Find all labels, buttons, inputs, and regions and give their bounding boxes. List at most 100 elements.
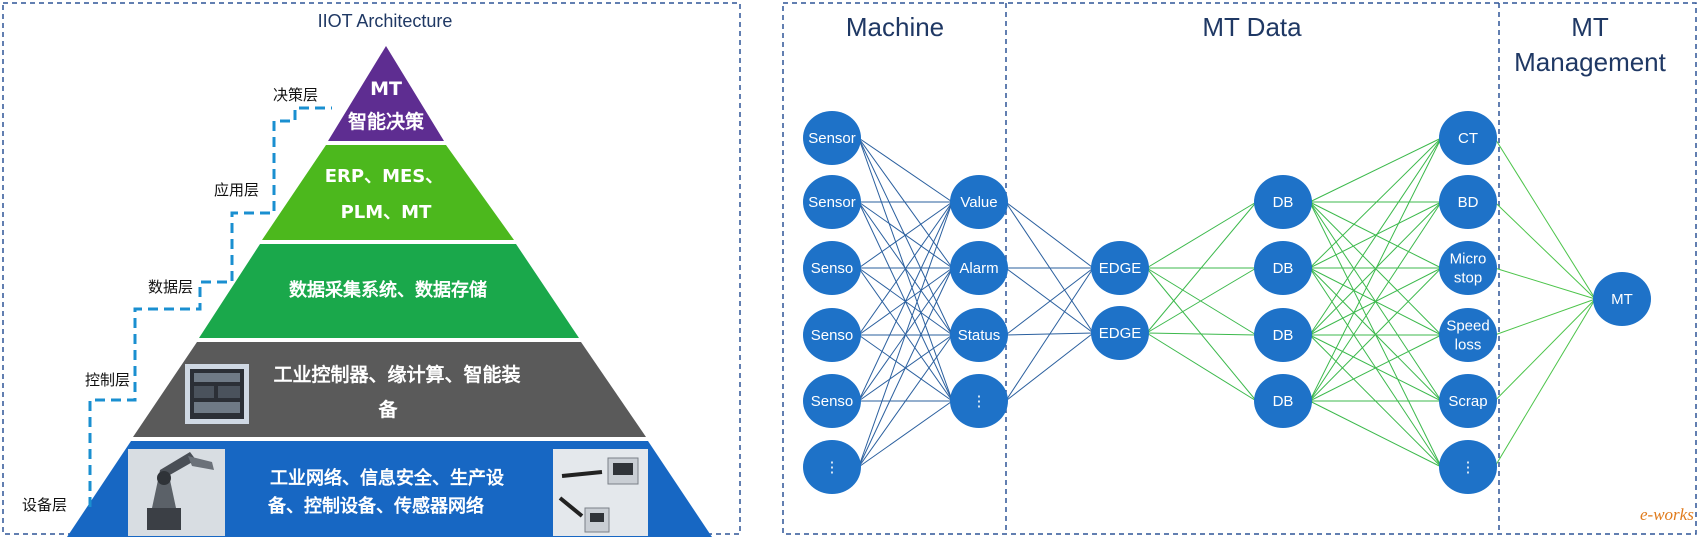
sensor-node-label: ⋮ [825,459,840,476]
sensor-node-circle [803,440,861,494]
signal-node: Status [950,308,1008,362]
layer-decision-line2: 智能决策 [348,110,425,133]
db-metric-edge [1309,400,1442,468]
metric-node-label: Speed [1446,318,1489,335]
database-node-circle [1254,374,1312,428]
edge-device-node-label: EDGE [1099,260,1142,277]
sensor-signal-edge [858,137,953,269]
database-node-circle [1254,241,1312,295]
edge-device-node-circle [1091,306,1149,360]
db-metric-edge [1309,201,1442,402]
metric-output-edge [1494,137,1596,300]
layer-data [199,244,579,338]
layer-control-line2: 备 [377,398,398,421]
metric-node-circle [1439,111,1497,165]
database-node-label: DB [1273,260,1294,277]
metric-node-circle [1439,241,1497,295]
db-metric-edge [1309,334,1442,402]
pyramid-title: IIOT Architecture [318,11,453,31]
network-nodes: SensorSensorSensoSensoSenso⋮ValueAlarmSt… [803,111,1651,494]
metric-output-edge [1494,298,1596,468]
edge-db-edge [1146,201,1257,269]
sensor-node: Senso [803,374,861,428]
edge-device-node: EDGE [1091,241,1149,295]
signal-edge-edge [1005,267,1094,402]
sensor-node-circle [803,374,861,428]
header-machine: Machine [846,12,944,42]
output-node-label: MT [1611,291,1633,308]
db-metric-edge [1309,137,1442,402]
metric-node-circle [1439,440,1497,494]
sensor-node-label: Senso [811,327,854,344]
robot-arm-image [128,449,225,536]
database-node: DB [1254,241,1312,295]
metric-node-label: stop [1454,270,1482,287]
signal-node-circle [950,175,1008,229]
layer-device-line2: 备、控制设备、传感器网络 [267,495,484,517]
signal-node-circle [950,374,1008,428]
layer-device-line1: 工业网络、信息安全、生产设 [270,467,504,489]
sensor-node-circle [803,175,861,229]
layer-decision-line1: MT [370,78,402,100]
watermark-logo: e-works [1640,505,1694,524]
sensor-node-circle [803,308,861,362]
metric-output-edge [1494,298,1596,336]
output-node: MT [1593,272,1651,326]
sensor-signal-edge [858,201,953,336]
edge-db-edge [1146,201,1257,334]
signal-node-label: Alarm [959,260,998,277]
db-metric-edge [1309,201,1442,269]
left-panel-border [2,2,741,535]
signal-node: Value [950,175,1008,229]
sensor-signal-edge [858,137,953,336]
database-node: DB [1254,374,1312,428]
metric-node-label: ⋮ [1461,459,1476,476]
layer-control [133,342,646,437]
sensor-signal-edge [858,400,953,468]
metric-node: BD [1439,175,1497,229]
db-metric-edge [1309,137,1442,336]
label-control-layer: 控制层 [85,371,130,389]
sensor-node-label: Sensor [808,194,856,211]
edge-device-node-label: EDGE [1099,325,1142,342]
label-data-layer: 数据层 [148,278,193,296]
metric-node: Micro stop [1439,241,1497,295]
sensor-node: Sensor [803,111,861,165]
metric-node-label: BD [1458,194,1479,211]
sensor-node-label: Senso [811,260,854,277]
edge-device-node-circle [1091,241,1149,295]
header-mt-management-line1: MT [1571,12,1609,42]
metric-node-label: Micro [1450,251,1487,268]
signal-node: ⋮ [950,374,1008,428]
metric-output-edge [1494,298,1596,402]
sensor-node-circle [803,241,861,295]
signal-node-label: Value [960,194,997,211]
sensor-devices-image [553,449,648,536]
database-node-label: DB [1273,327,1294,344]
sensor-node: Sensor [803,175,861,229]
layer-step-line [88,106,332,507]
signal-node-circle [950,241,1008,295]
db-metric-edge [1309,137,1442,203]
layer-decision [328,46,444,141]
metric-node-circle [1439,175,1497,229]
sensor-node: Senso [803,308,861,362]
database-node-circle [1254,175,1312,229]
right-panel-border [782,2,1697,535]
signal-node-label: ⋮ [972,393,987,410]
layer-application-line1: ERP、MES、 [325,166,444,187]
label-device-layer: 设备层 [22,496,67,514]
sensor-signal-edge [858,137,953,402]
database-node-label: DB [1273,194,1294,211]
database-node-label: DB [1273,393,1294,410]
header-mt-management-line2: Management [1514,47,1667,77]
metric-node: CT [1439,111,1497,165]
header-mt-data: MT Data [1202,12,1302,42]
signal-node: Alarm [950,241,1008,295]
layer-device [67,441,712,537]
database-node: DB [1254,175,1312,229]
metric-node: ⋮ [1439,440,1497,494]
sensor-signal-edge [858,201,953,269]
